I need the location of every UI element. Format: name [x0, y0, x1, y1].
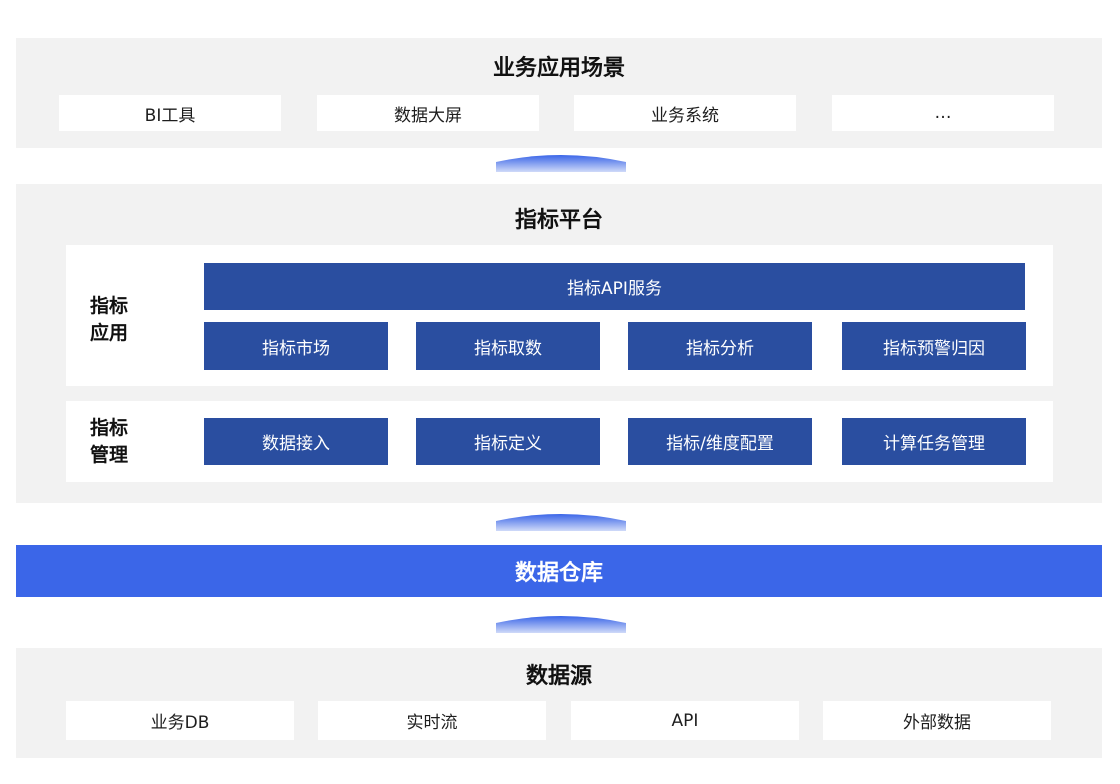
metrics-alert-attribution-box: 指标预警归因 [842, 322, 1026, 370]
metrics-application-label: 指标 应用 [90, 293, 150, 347]
source-item-external-data: 外部数据 [823, 701, 1051, 740]
metrics-platform-panel: 指标平台 指标 应用 指标API服务 指标市场 指标取数 指标分析 指标预警归因… [16, 184, 1102, 503]
metrics-api-service-box: 指标API服务 [204, 263, 1025, 310]
metrics-application-label-line2: 应用 [90, 322, 129, 344]
metrics-management-label-line2: 管理 [90, 444, 129, 466]
source-item-api: API [571, 701, 799, 740]
metrics-market-box: 指标市场 [204, 322, 388, 370]
metrics-platform-title: 指标平台 [514, 208, 603, 233]
app-item-data-screen: 数据大屏 [317, 95, 539, 131]
data-sources-panel: 数据源 业务DB 实时流 API 外部数据 [16, 648, 1102, 758]
up-arrow-icon [496, 616, 626, 633]
data-sources-title: 数据源 [525, 664, 592, 689]
metrics-management-label: 指标 管理 [90, 415, 150, 469]
app-item-business-system: 业务系统 [574, 95, 796, 131]
metrics-management-section: 指标 管理 数据接入 指标定义 指标/维度配置 计算任务管理 [66, 401, 1053, 482]
up-arrow-icon [496, 155, 626, 172]
metrics-application-section: 指标 应用 指标API服务 指标市场 指标取数 指标分析 指标预警归因 [66, 245, 1053, 386]
metrics-dimension-config-box: 指标/维度配置 [628, 418, 812, 465]
compute-task-management-box: 计算任务管理 [842, 418, 1026, 465]
business-scenarios-panel: 业务应用场景 BI工具 数据大屏 业务系统 … [16, 38, 1102, 148]
metrics-definition-box: 指标定义 [416, 418, 600, 465]
source-item-realtime-stream: 实时流 [318, 701, 546, 740]
up-arrow-icon [496, 514, 626, 531]
data-warehouse-title: 数据仓库 [514, 561, 603, 586]
data-ingestion-box: 数据接入 [204, 418, 388, 465]
metrics-application-label-line1: 指标 [90, 295, 129, 317]
app-item-bi-tools: BI工具 [59, 95, 281, 131]
business-scenarios-title: 业务应用场景 [492, 56, 625, 81]
metrics-analysis-box: 指标分析 [628, 322, 812, 370]
metrics-management-label-line1: 指标 [90, 417, 129, 439]
app-item-more: … [832, 95, 1054, 131]
metrics-fetch-box: 指标取数 [416, 322, 600, 370]
data-warehouse-bar: 数据仓库 [16, 545, 1102, 597]
source-item-business-db: 业务DB [66, 701, 294, 740]
